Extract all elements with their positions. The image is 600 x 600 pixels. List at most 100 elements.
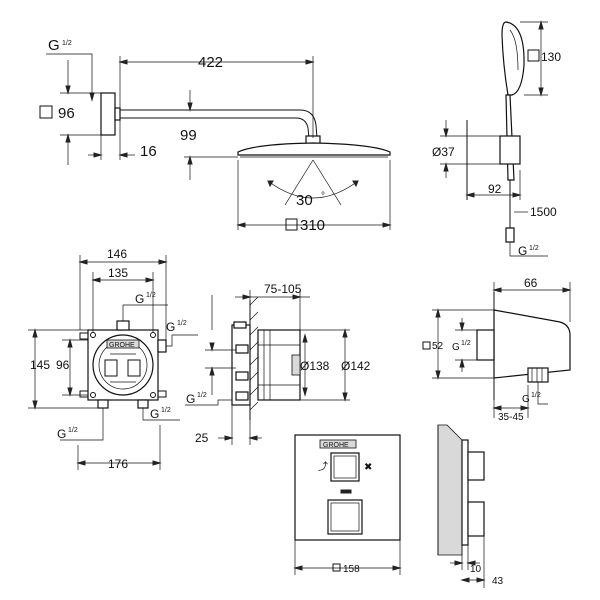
arrow (76, 460, 86, 466)
arrow (459, 358, 465, 368)
valve-detail-left (104, 359, 118, 377)
arrow (32, 400, 38, 410)
arrow (209, 366, 215, 376)
tilt-angle-label: 30 (296, 192, 313, 209)
right-thread-g: G (166, 320, 175, 334)
bottom-left-thread-leader (60, 408, 104, 441)
diverter-handle-inner (333, 455, 357, 479)
frame-hole (90, 332, 96, 338)
arrow (342, 392, 348, 402)
thermostat-handle-inner (330, 502, 360, 532)
spray-angle-line-left (284, 159, 314, 206)
inlet-thread-leader (46, 53, 93, 100)
thermostat-handle (327, 499, 363, 535)
arrow (67, 387, 73, 397)
side-thread-leader (185, 399, 232, 406)
concealed-body-front-view: GROHE 146 135 G 1/2 G 1/2 (28, 247, 198, 471)
arrow (562, 287, 572, 293)
cover-diameter-label: Ø142 (341, 359, 371, 373)
arrow (118, 152, 128, 158)
arrow (89, 92, 95, 102)
hand-shower-holder (499, 135, 521, 165)
shower-head-view: 30 ° 422 G 1/2 96 16 (39, 37, 392, 234)
frame-ear (79, 332, 89, 340)
side-stub (235, 344, 249, 354)
outlet-outlet-thread-fraction: 1/2 (531, 392, 541, 399)
hand-shower-head (501, 21, 525, 96)
valve-detail-right (127, 359, 141, 377)
arm-length-label: 422 (198, 54, 223, 71)
arrow (538, 20, 544, 30)
thermostat-handle-side (467, 501, 485, 537)
arrow (492, 287, 502, 293)
cartridge (291, 354, 301, 376)
plate-depth-label: 16 (140, 143, 157, 160)
square-symbol (39, 105, 53, 119)
arrow (145, 277, 155, 283)
height-inner-label: 96 (56, 358, 70, 372)
arrow (224, 435, 234, 441)
offset-label: 25 (195, 431, 209, 445)
arrow (209, 342, 215, 352)
hand-head-square-label: 130 (541, 50, 561, 64)
arrow (342, 328, 348, 338)
wall-outlet-body (493, 309, 571, 379)
hand-shower-view: 130 Ø37 92 1500 G 1/2 (432, 20, 561, 258)
square-symbol (527, 49, 540, 62)
body-circle (92, 334, 154, 396)
drop-label: 99 (180, 127, 197, 144)
bottom-right-inlet-stub (137, 399, 149, 409)
arrow (520, 405, 530, 411)
side-thread-fraction: 1/2 (197, 392, 207, 399)
top-thread-g: G (135, 292, 144, 306)
bottom-right-thread-fraction: 1/2 (161, 407, 171, 414)
arrow (93, 152, 103, 158)
arrow (435, 370, 441, 380)
trim-brand-plate (319, 439, 357, 449)
hose-nut (505, 227, 515, 243)
outlet-inlet-thread-g: G (452, 342, 460, 353)
arrow (65, 133, 71, 143)
outlet-outlet-thread-g: G (522, 394, 530, 405)
frame-ear (157, 390, 167, 398)
arrow (292, 294, 302, 300)
degree-symbol: ° (321, 191, 325, 202)
side-thread-g: G (186, 392, 195, 406)
arrow (91, 277, 101, 283)
hose-thread-fraction: 1/2 (529, 245, 539, 252)
trim-plate-side (461, 439, 469, 546)
arrow (305, 59, 315, 65)
temperature-mark (340, 489, 352, 494)
wall-outlet-view: 66 52 G 1/2 G 1/2 35-45 (422, 276, 572, 423)
angle-arrow-left (267, 180, 274, 188)
right-thread-leader (166, 334, 198, 347)
frame-ear (79, 390, 89, 398)
arrow (492, 405, 502, 411)
shower-arm-flange (114, 107, 121, 121)
arrow (302, 387, 308, 397)
arrow (187, 102, 193, 112)
head-square-label: 310 (300, 217, 325, 234)
hose-thread-leader (509, 242, 548, 257)
brand-plate (106, 339, 140, 349)
arrow (382, 222, 392, 228)
seal-diameter-label: Ø138 (300, 359, 330, 373)
outlet-depth-label: 66 (524, 276, 538, 290)
diverter-handle (330, 452, 360, 482)
arrow (476, 577, 486, 583)
arrow (435, 308, 441, 318)
shower-arm-inner (120, 117, 310, 139)
handle-depth-label: 10 (470, 564, 482, 575)
shower-arm (120, 109, 318, 139)
head-symbol-icon: ✖ (364, 462, 372, 473)
arrow (118, 59, 128, 65)
square-symbol (332, 563, 341, 572)
arrow (538, 87, 544, 97)
side-stub (235, 391, 249, 401)
bottom-left-thread-g: G (57, 427, 66, 441)
arrow (293, 565, 303, 571)
arrow (302, 333, 308, 343)
top-outlet-stub (116, 320, 130, 331)
arrow (187, 155, 193, 165)
